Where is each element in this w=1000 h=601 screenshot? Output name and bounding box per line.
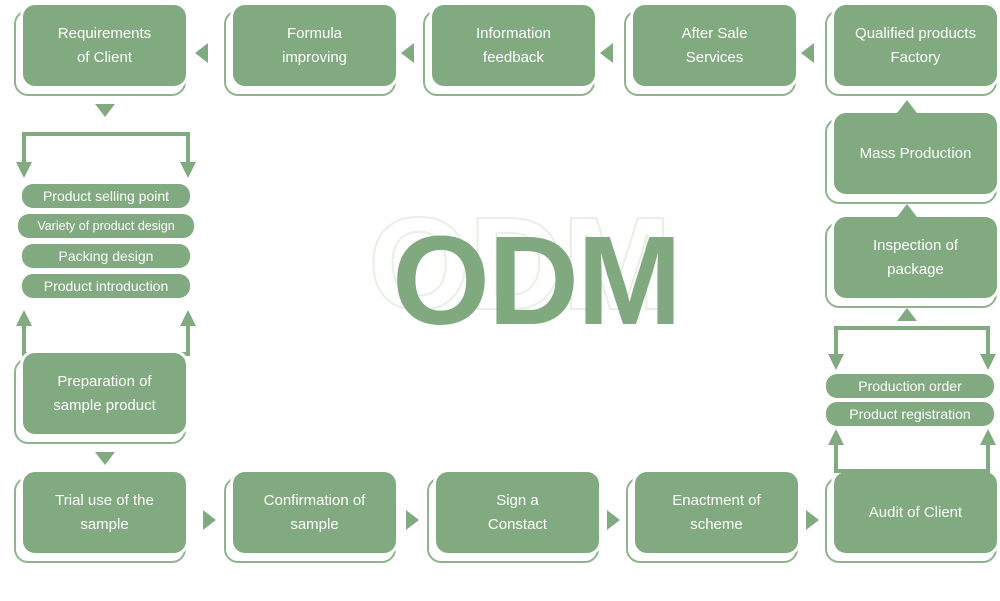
node-label-line1: Qualified products bbox=[855, 25, 976, 43]
node-label-line2: improving bbox=[281, 48, 348, 66]
bracket-split-down-right-svg bbox=[828, 326, 996, 370]
node-label-line2: Factory bbox=[890, 48, 941, 66]
arrow-left-aftersale-to-information bbox=[600, 43, 613, 63]
node-enactment-of-scheme[interactable]: Enactment of scheme bbox=[626, 472, 798, 563]
node-plate: Preparation of sample product bbox=[23, 353, 186, 434]
bracket-split-down-right bbox=[828, 324, 1000, 376]
node-plate: Mass Production bbox=[834, 113, 997, 194]
pill-label: Packing design bbox=[58, 248, 154, 264]
node-label-line1: Information bbox=[475, 25, 552, 43]
pill-label: Product introduction bbox=[43, 278, 169, 294]
arrow-up-inspection-to-bracket bbox=[897, 308, 917, 321]
node-label-line2: sample product bbox=[53, 396, 156, 414]
node-plate: Enactment of scheme bbox=[635, 472, 798, 553]
node-plate: Trial use of the sample bbox=[23, 472, 186, 553]
arrow-left-formula-to-requirements bbox=[195, 43, 208, 63]
bracket-merge-up-left-svg bbox=[16, 310, 196, 356]
bracket-split-down-left-svg bbox=[16, 132, 196, 178]
node-label-line2: of Client bbox=[76, 48, 132, 66]
node-label-line2: Constact bbox=[487, 515, 548, 533]
node-label-line1: Inspection of bbox=[872, 237, 959, 255]
node-requirements-of-client[interactable]: Requirements of Client bbox=[14, 5, 186, 96]
node-plate: After Sale Services bbox=[633, 5, 796, 86]
pill-variety-of-product-design[interactable]: Variety of product design bbox=[18, 214, 194, 238]
watermark-odm-solid: ODM bbox=[392, 210, 682, 351]
node-plate: Qualified products Factory bbox=[834, 5, 997, 86]
node-label-line1: Sign a bbox=[496, 492, 539, 510]
pill-label: Product selling point bbox=[42, 188, 170, 204]
node-label-line1: Trial use of the bbox=[55, 492, 154, 510]
bracket-merge-up-right bbox=[828, 425, 1000, 477]
node-sign-a-constact[interactable]: Sign a Constact bbox=[427, 472, 599, 563]
pill-production-order[interactable]: Production order bbox=[826, 374, 994, 398]
node-plate: Requirements of Client bbox=[23, 5, 186, 86]
node-label-line1: Audit of Client bbox=[868, 503, 963, 521]
node-label-line2: Services bbox=[685, 48, 744, 66]
node-label-line2: scheme bbox=[690, 515, 743, 533]
node-label-line1: Requirements bbox=[57, 25, 152, 43]
pill-product-registration[interactable]: Product registration bbox=[826, 402, 994, 426]
arrow-down-requirements-to-bracket bbox=[95, 104, 115, 117]
arrow-down-preparation-to-trial bbox=[95, 452, 115, 465]
node-label-line1: Enactment of bbox=[672, 492, 761, 510]
arrow-left-qualified-to-aftersale bbox=[801, 43, 814, 63]
node-mass-production[interactable]: Mass Production bbox=[825, 113, 997, 204]
node-preparation-of-sample-product[interactable]: Preparation of sample product bbox=[14, 353, 186, 444]
arrow-right-sign-to-enactment bbox=[607, 510, 620, 530]
node-label-line2: sample bbox=[290, 515, 339, 533]
arrow-up-massproduction-to-inspection bbox=[897, 204, 917, 217]
arrow-up-mass-to-qualified bbox=[897, 100, 917, 113]
node-after-sale-services[interactable]: After Sale Services bbox=[624, 5, 796, 96]
bracket-split-down-left bbox=[16, 130, 196, 182]
node-plate: Formula improving bbox=[233, 5, 396, 86]
node-label-line2: package bbox=[887, 260, 944, 278]
node-plate: Audit of Client bbox=[834, 472, 997, 553]
node-confirmation-of-sample[interactable]: Confirmation of sample bbox=[224, 472, 396, 563]
pill-label: Variety of product design bbox=[37, 219, 175, 233]
node-label-line2: sample bbox=[80, 515, 129, 533]
node-formula-improving[interactable]: Formula improving bbox=[224, 5, 396, 96]
node-qualified-products-factory[interactable]: Qualified products Factory bbox=[825, 5, 997, 96]
node-label-line2: feedback bbox=[483, 48, 544, 66]
node-audit-of-client[interactable]: Audit of Client bbox=[825, 472, 997, 563]
node-plate: Information feedback bbox=[432, 5, 595, 86]
node-label-line1: Confirmation of bbox=[263, 492, 366, 510]
node-information-feedback[interactable]: Information feedback bbox=[423, 5, 595, 96]
arrow-left-information-to-formula bbox=[401, 43, 414, 63]
node-label-line1: Formula bbox=[286, 25, 342, 43]
node-label-line1: Mass Production bbox=[859, 144, 972, 162]
pill-packing-design[interactable]: Packing design bbox=[22, 244, 190, 268]
node-trial-use-of-the-sample[interactable]: Trial use of the sample bbox=[14, 472, 186, 563]
node-label-line1: After Sale bbox=[681, 25, 748, 43]
node-plate: Confirmation of sample bbox=[233, 472, 396, 553]
node-inspection-of-package[interactable]: Inspection of package bbox=[825, 217, 997, 308]
bracket-merge-up-right-svg bbox=[828, 429, 996, 473]
arrow-right-trial-to-confirmation bbox=[203, 510, 216, 530]
node-plate: Inspection of package bbox=[834, 217, 997, 298]
arrow-right-confirmation-to-sign bbox=[406, 510, 419, 530]
node-label-line1: Preparation of bbox=[57, 373, 152, 391]
arrow-right-enactment-to-audit bbox=[806, 510, 819, 530]
watermark-odm-outline: ODM bbox=[367, 190, 673, 337]
pill-product-selling-point[interactable]: Product selling point bbox=[22, 184, 190, 208]
pill-product-introduction[interactable]: Product introduction bbox=[22, 274, 190, 298]
pill-label: Product registration bbox=[849, 406, 971, 422]
bracket-merge-up-left bbox=[16, 306, 196, 358]
node-plate: Sign a Constact bbox=[436, 472, 599, 553]
pill-label: Production order bbox=[858, 378, 962, 394]
